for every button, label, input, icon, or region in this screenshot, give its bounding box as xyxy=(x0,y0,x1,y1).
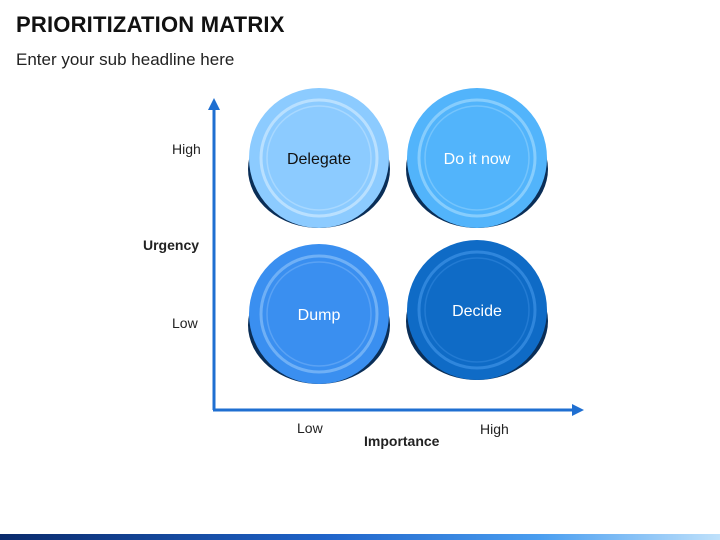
decide-label: Decide xyxy=(452,303,502,320)
delegate-label: Delegate xyxy=(286,151,352,168)
dump-circle xyxy=(248,244,390,384)
y-low-label: Low xyxy=(172,315,198,331)
y-high-label: High xyxy=(172,141,201,157)
delegate-circle xyxy=(248,88,390,228)
x-low-label: Low xyxy=(297,420,323,436)
y-axis-arrow xyxy=(208,98,220,110)
quadrant-do-it-now: Do it now xyxy=(402,86,552,231)
x-axis-arrow xyxy=(572,404,584,416)
do-it-now-circle xyxy=(406,88,548,228)
page-subtitle: Enter your sub headline here xyxy=(16,50,235,69)
dump-label: Dump xyxy=(297,307,341,324)
do-it-now-label: Do it now xyxy=(443,151,511,168)
quadrant-delegate: Delegate xyxy=(244,86,394,231)
footer-gradient-bar xyxy=(0,534,720,540)
quadrant-dump: Dump xyxy=(244,242,394,387)
quadrant-decide: Decide xyxy=(402,238,552,383)
decide-circle xyxy=(406,240,548,380)
x-high-label: High xyxy=(480,421,509,437)
x-axis-label: Importance xyxy=(364,433,440,449)
page-title: PRIORITIZATION MATRIX xyxy=(16,12,285,37)
y-axis-label: Urgency xyxy=(143,237,200,253)
